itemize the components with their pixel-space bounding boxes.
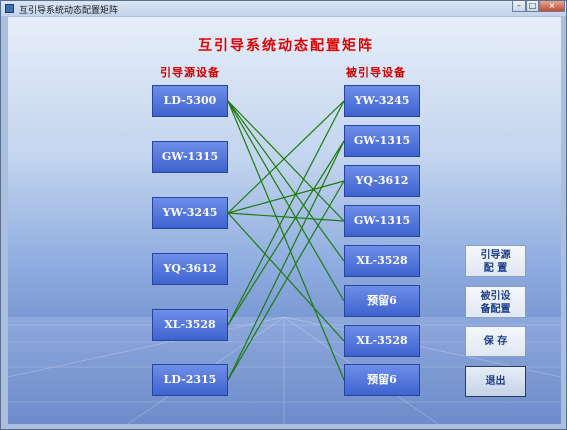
save-button[interactable]: 保 存	[465, 326, 526, 357]
target-device-3[interactable]: YQ-3612	[344, 165, 420, 197]
source-device-5[interactable]: XL-3528	[152, 309, 228, 341]
target-device-6[interactable]: 预留6	[344, 285, 420, 317]
source-device-6[interactable]: LD-2315	[152, 364, 228, 396]
maximize-button[interactable]: □	[526, 1, 539, 12]
source-device-3[interactable]: YW-3245	[152, 197, 228, 229]
connection-line	[227, 180, 345, 214]
target-device-7[interactable]: XL-3528	[344, 325, 420, 357]
connection-line	[227, 100, 345, 326]
source-config-label-line2: 配 置	[483, 263, 508, 274]
source-config-label-line1: 引导源	[480, 250, 511, 261]
connection-line	[227, 100, 345, 262]
target-config-label-line1: 被引设	[480, 291, 511, 302]
target-column-header: 被引导设备	[346, 66, 406, 79]
connection-line	[227, 100, 345, 222]
source-device-1[interactable]: LD-5300	[152, 85, 228, 117]
target-device-4[interactable]: GW-1315	[344, 205, 420, 237]
title-bar[interactable]: 互引导系统动态配置矩阵 – □ ×	[1, 1, 566, 16]
target-device-1[interactable]: YW-3245	[344, 85, 420, 117]
target-device-8[interactable]: 预留6	[344, 364, 420, 396]
target-config-button[interactable]: 被引设 备配置	[465, 286, 526, 318]
target-config-label-line2: 备配置	[480, 304, 511, 315]
minimize-button[interactable]: –	[512, 1, 526, 12]
exit-button[interactable]: 退出	[465, 366, 526, 397]
source-device-4[interactable]: YQ-3612	[152, 253, 228, 285]
connection-line	[227, 212, 345, 222]
close-button[interactable]: ×	[539, 1, 565, 12]
source-column-header: 引导源设备	[160, 66, 220, 79]
app-icon	[5, 4, 14, 13]
source-config-button[interactable]: 引导源 配 置	[465, 245, 526, 277]
connection-line	[227, 140, 345, 326]
target-device-5[interactable]: XL-3528	[344, 245, 420, 277]
window-title: 互引导系统动态配置矩阵	[19, 6, 119, 16]
source-device-2[interactable]: GW-1315	[152, 141, 228, 173]
page-title: 互引导系统动态配置矩阵	[198, 38, 374, 54]
target-device-2[interactable]: GW-1315	[344, 125, 420, 157]
connection-line	[227, 100, 345, 302]
connection-line	[227, 100, 345, 214]
